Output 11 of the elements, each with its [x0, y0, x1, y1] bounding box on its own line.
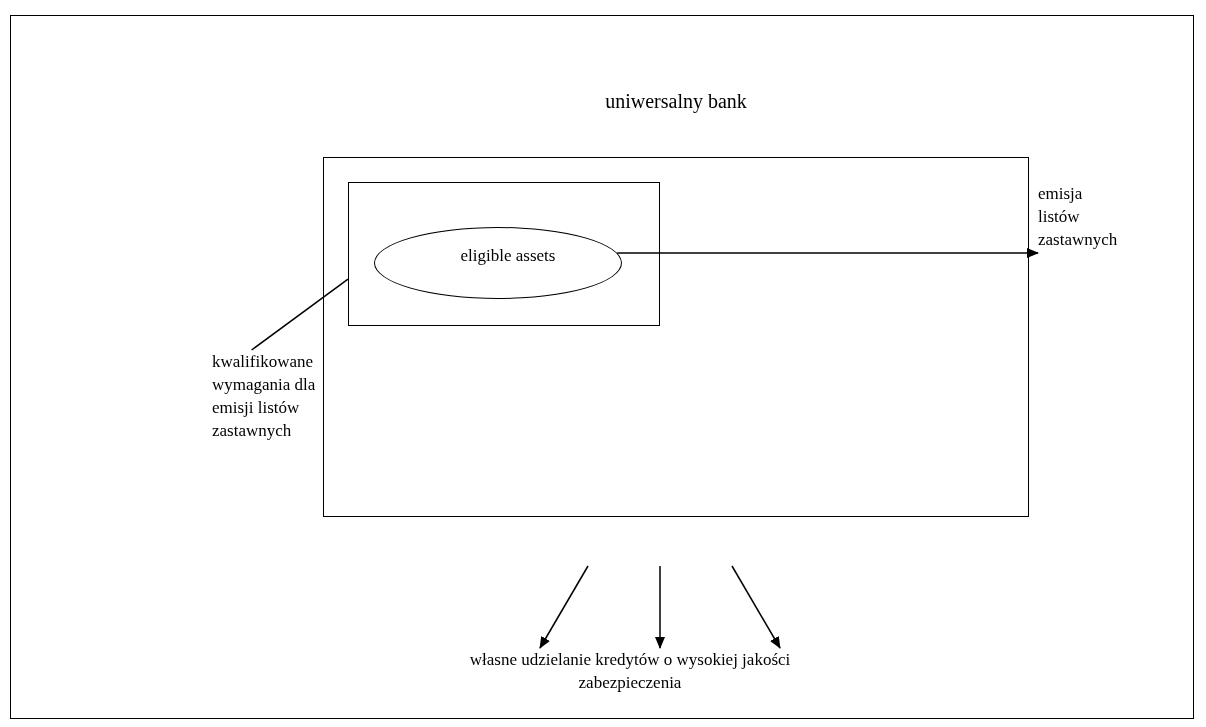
node-text: eligible assets: [460, 246, 556, 266]
arrow: [731, 565, 781, 649]
inner-box: [348, 182, 660, 326]
note-text: kwalifikowane wymagania dla emisji listów zastawnych: [212, 350, 352, 445]
arrow: [616, 248, 1039, 258]
box-title: uniwersalny bank: [605, 90, 747, 113]
arrow: [539, 565, 589, 649]
note-text: własne udzielanie kredytów o wysokiej jakości zabezpieczenia: [440, 648, 820, 700]
leader-line: [250, 278, 349, 351]
note-text: emisja listów zastawnych: [1038, 182, 1122, 256]
arrow: [655, 565, 665, 649]
